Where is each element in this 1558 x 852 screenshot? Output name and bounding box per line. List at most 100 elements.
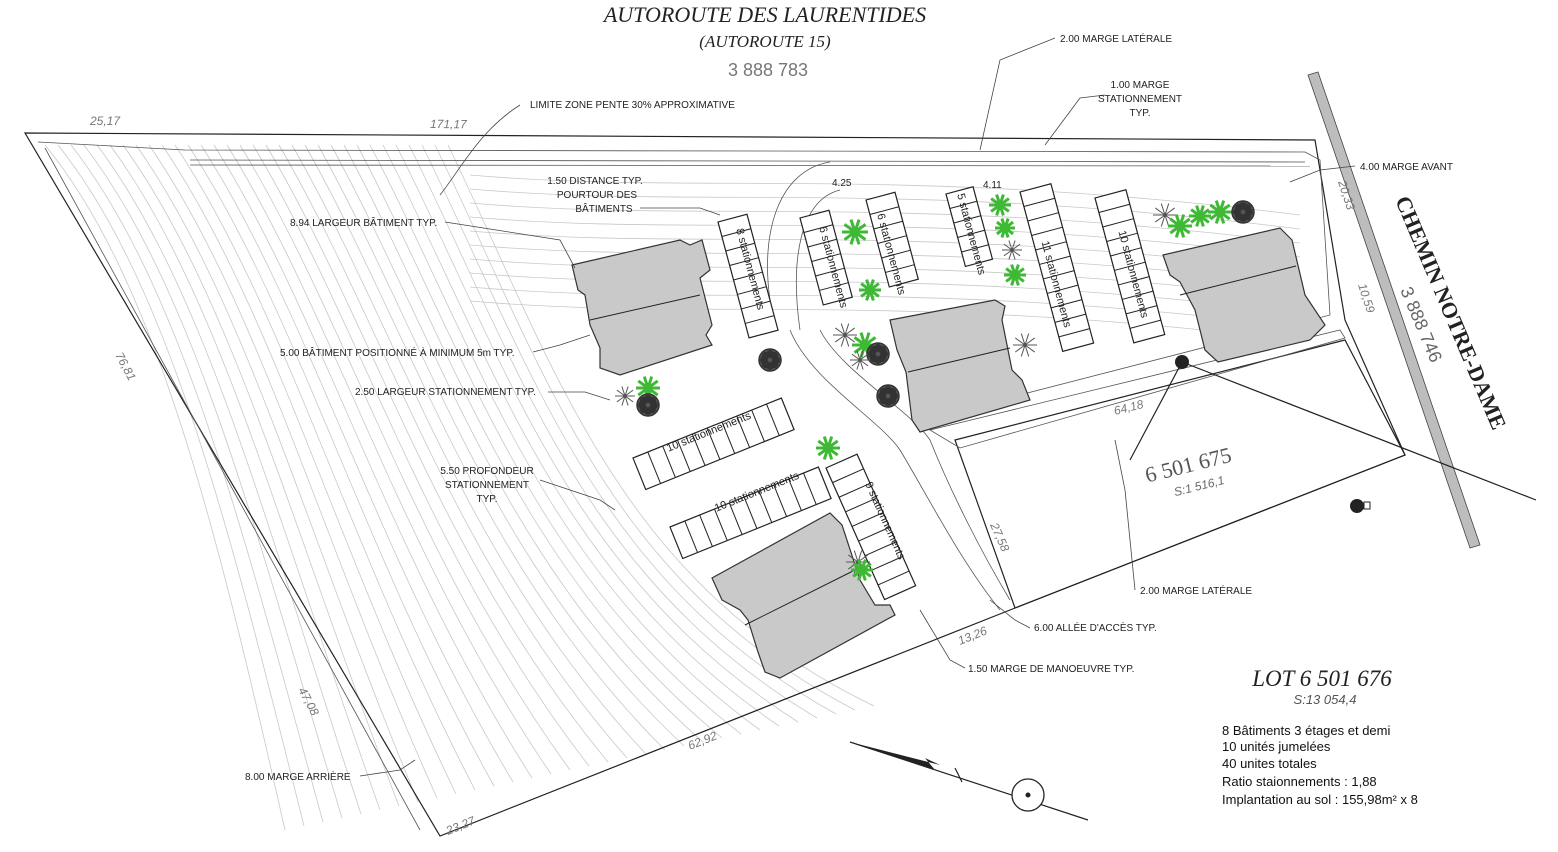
parking-stall-divider <box>741 300 771 310</box>
tree-icon <box>1208 200 1232 224</box>
note-marge-laterale-top: 2.00 MARGE LATÉRALE <box>1060 32 1172 45</box>
contour-line <box>83 144 343 819</box>
note-marge-manoeuvre: 1.50 MARGE DE MANOEUVRE TYP. <box>968 664 1134 675</box>
parking-group-2 <box>799 209 854 306</box>
contour-line <box>135 144 419 803</box>
parking-stall-divider <box>1054 313 1086 323</box>
note-largeur-stationnement: 2.50 LARGEUR STATIONNEMENT TYP. <box>355 387 536 398</box>
dim-4-25: 4.25 <box>832 178 852 189</box>
contour-line <box>330 144 704 743</box>
survey-marker-2 <box>1350 499 1371 513</box>
parking-stall-divider <box>1027 212 1059 222</box>
contour-line <box>213 144 533 779</box>
parking-stall-divider <box>737 286 767 295</box>
parking-stall-divider <box>743 496 758 529</box>
highway-name: AUTOROUTE DES LAURENTIDES <box>602 2 926 27</box>
parking-stall-divider <box>677 439 691 472</box>
contour-line <box>421 144 837 715</box>
parking-stall-divider <box>1023 197 1055 207</box>
parking-stall-divider <box>725 242 755 252</box>
summary-line-4: Ratio staionnements : 1,88 <box>1222 774 1377 789</box>
lot-inner-margin <box>928 329 1346 449</box>
tree-icon <box>989 194 1011 216</box>
note-marge-laterale-bottom: 2.00 MARGE LATÉRALE <box>1140 584 1252 597</box>
parking-stall-divider <box>851 512 884 527</box>
parking-stall-divider <box>949 200 978 209</box>
parking-stall-divider <box>803 224 833 233</box>
dim-23-27: 23,27 <box>443 813 478 838</box>
dim-27-58: 27,58 <box>987 520 1013 554</box>
summary-line-1: 8 Bâtiments 3 étages et demi <box>1222 723 1390 738</box>
contour-line <box>395 144 799 723</box>
parking-stall-divider <box>1035 241 1067 251</box>
note-largeur-batiment: 8.94 LARGEUR BÂTIMENT TYP. <box>290 216 437 229</box>
parking-stall-divider <box>869 206 899 215</box>
contour-line <box>469 188 1301 230</box>
parking-stall-divider <box>957 229 985 238</box>
parking-stall-divider <box>1106 232 1138 242</box>
tree-icon <box>1153 203 1177 227</box>
tree-icon <box>851 559 873 581</box>
parking-stall-divider <box>745 315 775 324</box>
adjacent-lot-boundary <box>954 339 1406 609</box>
survey-marker-1 <box>1129 355 1537 501</box>
building-4 <box>711 512 896 679</box>
parking-stall-divider <box>1125 305 1158 315</box>
parking-stall-divider <box>1118 276 1150 286</box>
highway-subtitle: (AUTOROUTE 15) <box>699 32 831 51</box>
note-profondeur-1: 5.50 PROFONDEUR <box>440 466 533 477</box>
note-marge-stationnement-2: STATIONNEMENT <box>1098 94 1182 105</box>
lot-title: LOT 6 501 676 <box>1251 666 1392 691</box>
contour-line <box>408 144 818 719</box>
parking-stall-divider <box>858 526 890 542</box>
parking-stall-divider <box>662 445 676 478</box>
note-profondeur-3: TYP. <box>477 494 498 505</box>
tree-icon <box>1002 240 1022 260</box>
parking-stall-divider <box>807 238 837 248</box>
tree-icon <box>842 219 868 245</box>
contour-line <box>265 144 609 763</box>
tree-icon <box>1231 200 1255 224</box>
contour-line <box>382 144 780 727</box>
parking-stall-divider <box>832 468 864 484</box>
building-1 <box>571 239 713 376</box>
contour-line <box>109 144 381 811</box>
parking-stall-divider <box>1031 226 1063 236</box>
contour-line <box>57 144 305 827</box>
contour-line <box>122 144 400 807</box>
trees <box>615 194 1255 581</box>
parking-stall-divider <box>864 541 897 557</box>
dim-13-26: 13,26 <box>956 623 989 647</box>
note-marge-arriere: 8.00 MARGE ARRIÈRE <box>245 770 351 783</box>
contour-line <box>291 144 647 755</box>
tree-icon <box>859 279 881 301</box>
parking-stall-divider <box>1039 255 1071 265</box>
tree-icon <box>636 376 660 400</box>
contour-line <box>96 144 362 815</box>
tree-icon <box>850 350 870 370</box>
parking-stall-divider <box>1110 247 1142 257</box>
note-distance-3: BÂTIMENTS <box>575 202 633 215</box>
parking-stall-divider <box>803 472 817 505</box>
parking-stall-divider <box>1102 218 1134 228</box>
parking-stall-divider <box>961 244 989 253</box>
north-arrow-icon <box>849 741 1089 821</box>
parking-stall-divider <box>845 497 877 513</box>
parking-group-8 <box>669 466 832 560</box>
parking-stall-divider <box>1098 203 1130 213</box>
tree-icon <box>1168 214 1192 238</box>
dim-4-11: 4.11 <box>983 180 1002 191</box>
dim-62-92: 62,92 <box>686 728 719 752</box>
parking-stall-divider <box>728 502 743 535</box>
parking-group-6 <box>1094 188 1166 344</box>
contour-line <box>356 144 742 735</box>
note-limite-pente: LIMITE ZONE PENTE 30% APPROXIMATIVE <box>530 100 735 111</box>
parking-stall-divider <box>877 570 910 586</box>
tree-icon <box>866 342 890 366</box>
tree-icon <box>758 348 782 372</box>
parking-stall-divider <box>773 484 788 517</box>
dim-64-18: 64,18 <box>1112 397 1145 418</box>
building-2 <box>889 299 1031 433</box>
parking-stall-divider <box>1050 299 1083 309</box>
